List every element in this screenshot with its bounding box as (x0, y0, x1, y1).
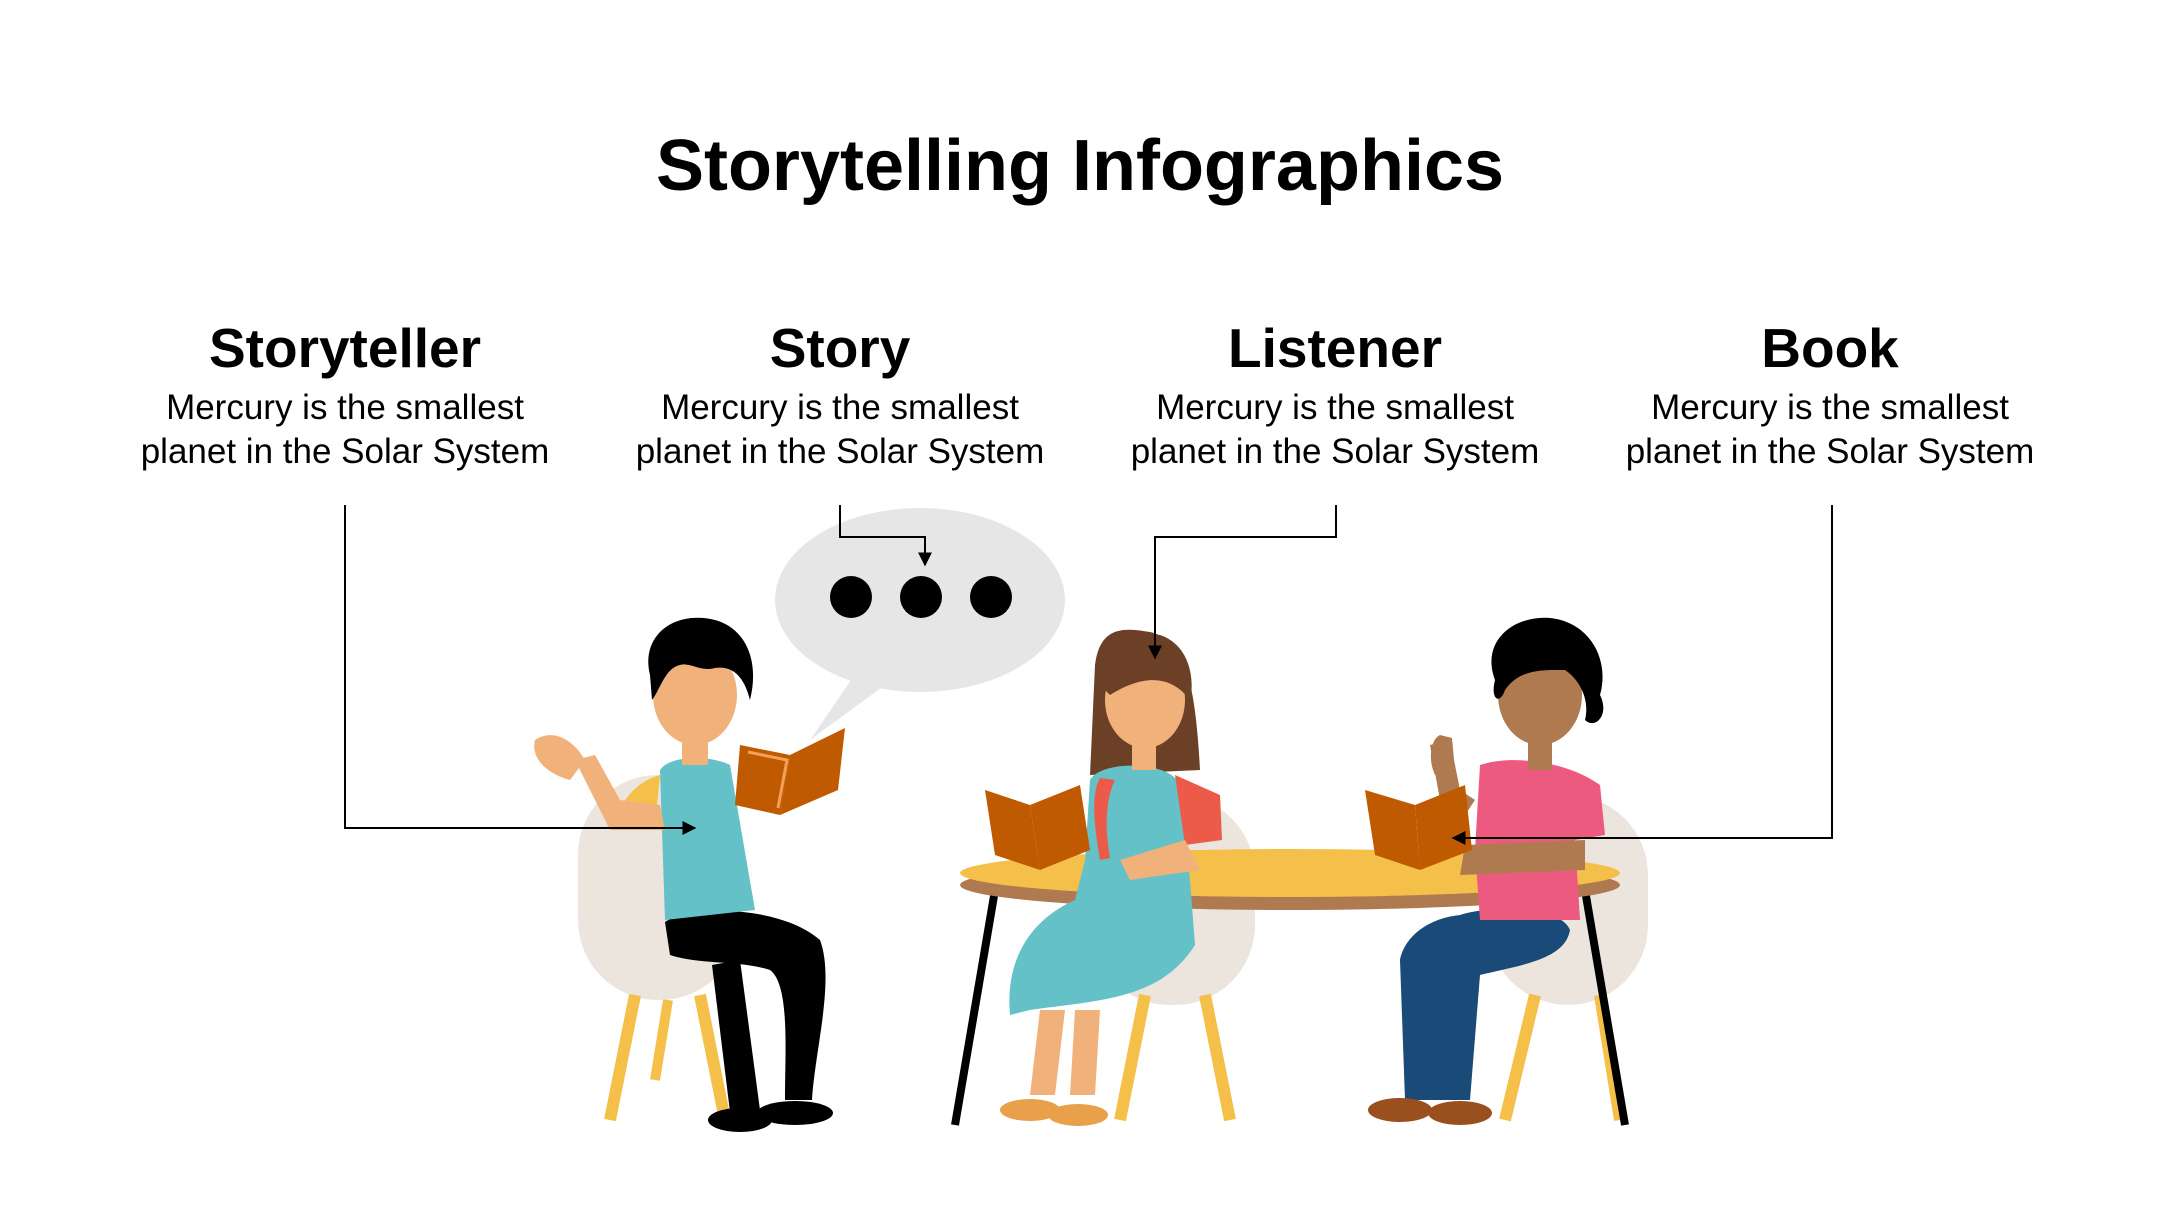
callout-connectors (344, 505, 1833, 845)
listener-connector (1148, 505, 1337, 660)
book-connector (1451, 505, 1833, 845)
page-title: Storytelling Infographics (655, 126, 1505, 206)
story-heading: Story (769, 317, 911, 379)
reader-figure (1365, 617, 1605, 1125)
listener-heading: Listener (1228, 317, 1442, 379)
listener-book (985, 785, 1090, 870)
speech-bubble (775, 508, 1065, 740)
storyteller-connector (344, 505, 697, 835)
story-connector (839, 505, 932, 567)
storyteller-figure (534, 617, 845, 1132)
book-heading: Book (1761, 317, 1899, 379)
storyteller-book (735, 728, 845, 815)
reader-book (1365, 785, 1472, 870)
listener-figure (985, 629, 1222, 1126)
storyteller-heading: Storyteller (208, 317, 482, 379)
